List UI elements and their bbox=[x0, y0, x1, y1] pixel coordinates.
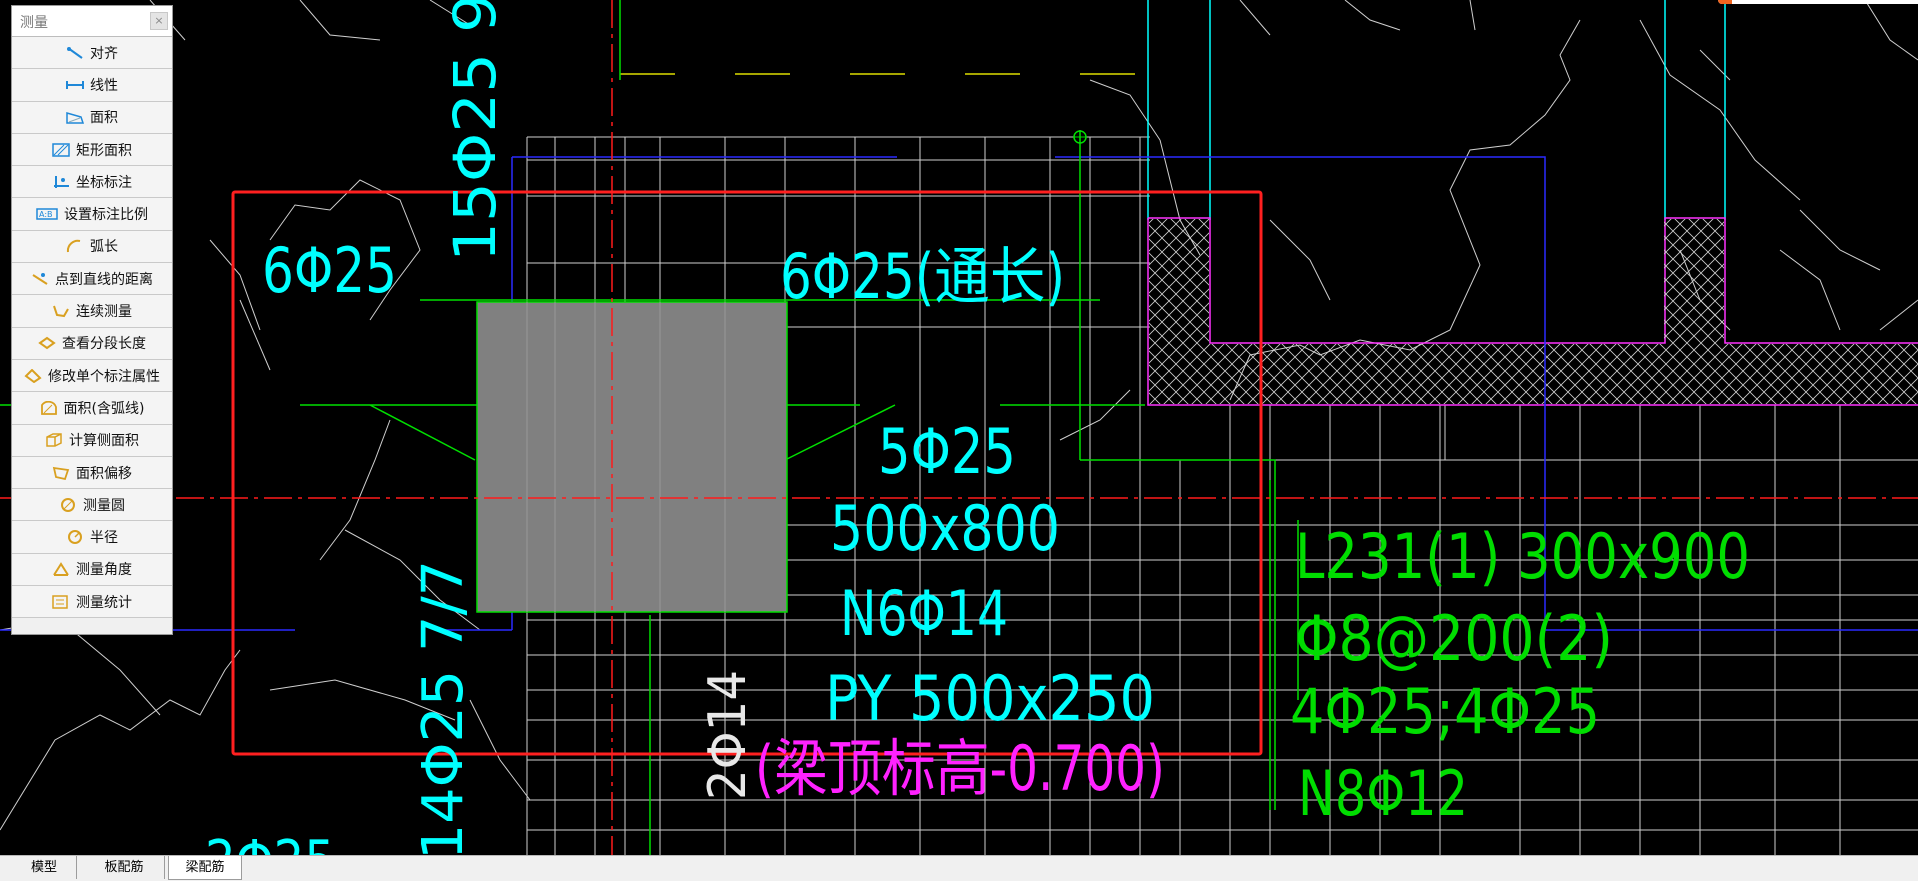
coordinate-icon bbox=[52, 175, 70, 189]
tab-beam-rebar[interactable]: 梁配筋 bbox=[168, 856, 242, 880]
tab-slab-rebar[interactable]: 板配筋 bbox=[84, 856, 165, 879]
palette-item-label: 矩形面积 bbox=[76, 142, 132, 159]
palette-item-label: 设置标注比例 bbox=[64, 207, 148, 224]
palette-item-side-area[interactable]: 计算侧面积 bbox=[12, 424, 172, 457]
palette-item-angle[interactable]: 测量角度 bbox=[12, 553, 172, 587]
continuous-measure-icon bbox=[52, 304, 70, 318]
palette-item-continuous-measure[interactable]: 连续测量 bbox=[12, 295, 172, 328]
palette-item-label: 面积偏移 bbox=[76, 465, 132, 482]
palette-item-point-line-distance[interactable]: 点到直线的距离 bbox=[12, 263, 172, 296]
annot-bottom-left: 2Φ25 bbox=[205, 829, 335, 855]
annot-vertical-2c14: 2Φ14 bbox=[698, 670, 758, 800]
palette-title: 测量 bbox=[20, 15, 48, 31]
palette-item-label: 点到直线的距离 bbox=[55, 271, 153, 288]
edit-dimension-icon bbox=[24, 368, 42, 383]
circle-measure-icon bbox=[59, 497, 77, 512]
area-offset-icon bbox=[52, 466, 70, 480]
palette-title-bar[interactable]: 测量 × bbox=[12, 6, 172, 37]
palette-item-label: 连续测量 bbox=[76, 304, 132, 321]
palette-item-label: 弧长 bbox=[90, 239, 118, 256]
palette-item-rect-area[interactable]: 矩形面积 bbox=[12, 133, 172, 167]
cyan-wall-lines bbox=[1147, 0, 1726, 220]
annot-beam-bars: 5Φ25 bbox=[878, 415, 1016, 488]
angle-icon bbox=[52, 562, 70, 577]
annot-beam-size: 500x800 bbox=[830, 492, 1060, 565]
palette-item-scale[interactable]: A:B 设置标注比例 bbox=[12, 198, 172, 231]
palette-item-label: 面积(含弧线) bbox=[63, 400, 145, 417]
palette-item-radius[interactable]: 半径 bbox=[12, 521, 172, 554]
segment-length-icon bbox=[38, 336, 56, 350]
palette-item-edit-dimension[interactable]: 修改单个标注属性 bbox=[12, 359, 172, 393]
palette-item-label: 测量角度 bbox=[76, 562, 132, 579]
align-icon bbox=[66, 46, 84, 60]
layout-tab-bar: 模型 板配筋 梁配筋 bbox=[0, 855, 1918, 881]
radius-icon bbox=[66, 530, 84, 545]
selection-highlight-box[interactable] bbox=[231, 190, 1263, 756]
point-line-distance-icon bbox=[31, 272, 49, 286]
palette-item-area-offset[interactable]: 面积偏移 bbox=[12, 456, 172, 490]
palette-item-label: 半径 bbox=[90, 530, 118, 547]
palette-item-label: 测量统计 bbox=[76, 594, 132, 611]
palette-item-area[interactable]: 面积 bbox=[12, 101, 172, 134]
rect-area-icon bbox=[52, 142, 70, 157]
linear-icon bbox=[66, 78, 84, 92]
palette-item-label: 对齐 bbox=[90, 45, 118, 62]
green-rebar-lines bbox=[0, 0, 1299, 855]
palette-item-segment-length[interactable]: 查看分段长度 bbox=[12, 327, 172, 360]
annot-vertical-left: 14Φ25 7/7 bbox=[411, 560, 476, 855]
measure-palette: 测量 × 对齐线性面积矩形面积坐标标注 A:B 设置标注比例弧长点到直线的距离连续测… bbox=[11, 5, 173, 635]
svg-text:A:B: A:B bbox=[39, 210, 53, 219]
annot-l231-title: L231(1) 300x900 bbox=[1295, 520, 1750, 593]
palette-item-circle-measure[interactable]: 测量圆 bbox=[12, 489, 172, 522]
annot-beam-torsion: N6Φ14 bbox=[840, 577, 1008, 650]
palette-items: 对齐线性面积矩形面积坐标标注 A:B 设置标注比例弧长点到直线的距离连续测量查看分段… bbox=[12, 37, 172, 619]
annot-l231-bars: 4Φ25;4Φ25 bbox=[1290, 675, 1600, 748]
scale-icon: A:B bbox=[36, 207, 58, 221]
tab-model[interactable]: 模型 bbox=[12, 856, 77, 879]
annot-top-middle: 6Φ25(通长) bbox=[780, 240, 1065, 313]
palette-item-linear[interactable]: 线性 bbox=[12, 69, 172, 102]
palette-item-arc-area[interactable]: 面积(含弧线) bbox=[12, 392, 172, 425]
palette-item-coordinate[interactable]: 坐标标注 bbox=[12, 166, 172, 199]
palette-item-arc-length[interactable]: 弧长 bbox=[12, 230, 172, 264]
close-icon[interactable]: × bbox=[150, 12, 168, 30]
area-icon bbox=[66, 110, 84, 124]
annot-py-size: PY 500x250 bbox=[825, 662, 1155, 735]
hatched-wall bbox=[1149, 219, 1918, 404]
annot-vertical-top: 15Φ25 9/6 bbox=[441, 0, 509, 262]
palette-item-label: 查看分段长度 bbox=[62, 336, 146, 353]
palette-item-statistics[interactable]: 测量统计 bbox=[12, 586, 172, 619]
annot-left-top: 6Φ25 bbox=[262, 234, 397, 307]
notification-tab[interactable] bbox=[1718, 0, 1918, 4]
axis-centerlines bbox=[0, 0, 1918, 855]
annot-l231-torsion: N8Φ12 bbox=[1298, 757, 1468, 830]
palette-item-label: 面积 bbox=[90, 110, 118, 127]
side-area-icon bbox=[45, 433, 63, 447]
arc-area-icon bbox=[40, 400, 58, 415]
cad-drawing-canvas[interactable]: 6Φ25 6Φ25(通长) 15Φ25 9/6 14Φ25 7/7 2Φ25 5… bbox=[0, 0, 1918, 855]
palette-item-label: 计算侧面积 bbox=[69, 433, 139, 450]
annot-beam-elevation: (梁顶标高-0.700) bbox=[755, 732, 1165, 805]
palette-item-label: 测量圆 bbox=[83, 497, 125, 514]
column-section bbox=[476, 301, 788, 613]
palette-item-align[interactable]: 对齐 bbox=[12, 37, 172, 70]
statistics-icon bbox=[52, 594, 70, 609]
palette-item-label: 坐标标注 bbox=[76, 174, 132, 191]
palette-item-label: 修改单个标注属性 bbox=[48, 368, 160, 385]
palette-item-label: 线性 bbox=[90, 77, 118, 94]
annot-l231-stirrup: Φ8@200(2) bbox=[1295, 602, 1613, 675]
arc-length-icon bbox=[66, 239, 84, 253]
